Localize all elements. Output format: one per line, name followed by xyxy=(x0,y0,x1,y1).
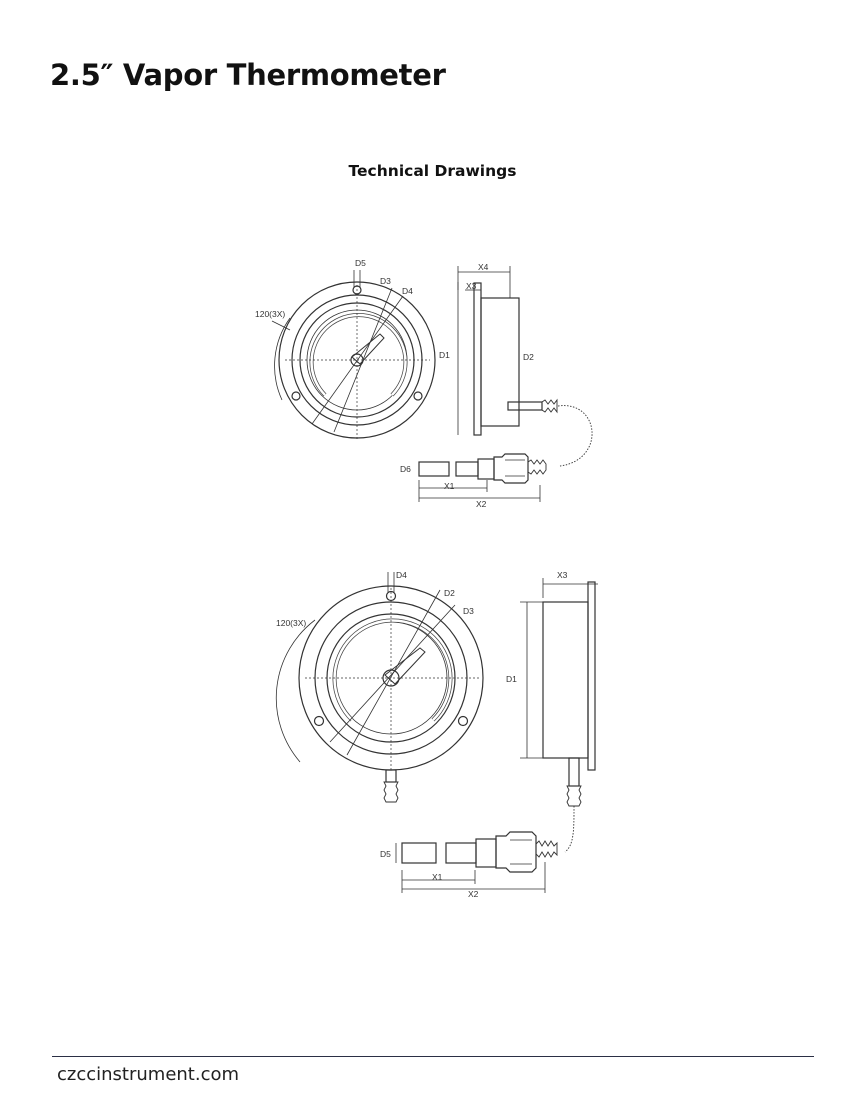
drawing-2-front-view xyxy=(275,572,484,803)
label-angle: 120(3X) xyxy=(276,618,306,628)
page-title: 2.5″ Vapor Thermometer xyxy=(50,58,446,92)
label-d5: D5 xyxy=(355,258,366,268)
label-x1: X1 xyxy=(444,481,455,491)
drawing-1-bulb xyxy=(418,453,547,502)
label-d3: D3 xyxy=(463,606,474,616)
label-x1: X1 xyxy=(432,872,443,882)
label-d5: D5 xyxy=(380,849,391,859)
label-d4: D4 xyxy=(396,570,407,580)
label-d1: D1 xyxy=(506,674,517,684)
label-d2: D2 xyxy=(444,588,455,598)
label-d2: D2 xyxy=(523,352,534,362)
label-d3: D3 xyxy=(380,276,391,286)
footer-divider xyxy=(52,1056,814,1057)
footer-url: czccinstrument.com xyxy=(57,1064,240,1085)
drawing-2-side-view xyxy=(520,578,598,853)
section-heading: Technical Drawings xyxy=(348,162,517,180)
label-x3: X3 xyxy=(466,281,477,291)
label-angle: 120(3X) xyxy=(255,309,285,319)
label-x4: X4 xyxy=(478,262,489,272)
label-d6: D6 xyxy=(400,464,411,474)
drawing-2-bulb xyxy=(395,831,558,893)
label-x3: X3 xyxy=(557,570,568,580)
drawing-1-front-view xyxy=(271,270,436,440)
label-d1: D1 xyxy=(439,350,450,360)
label-x2: X2 xyxy=(468,889,479,899)
label-x2: X2 xyxy=(476,499,487,509)
label-d4: D4 xyxy=(402,286,413,296)
drawing-1-side-view xyxy=(457,266,593,467)
